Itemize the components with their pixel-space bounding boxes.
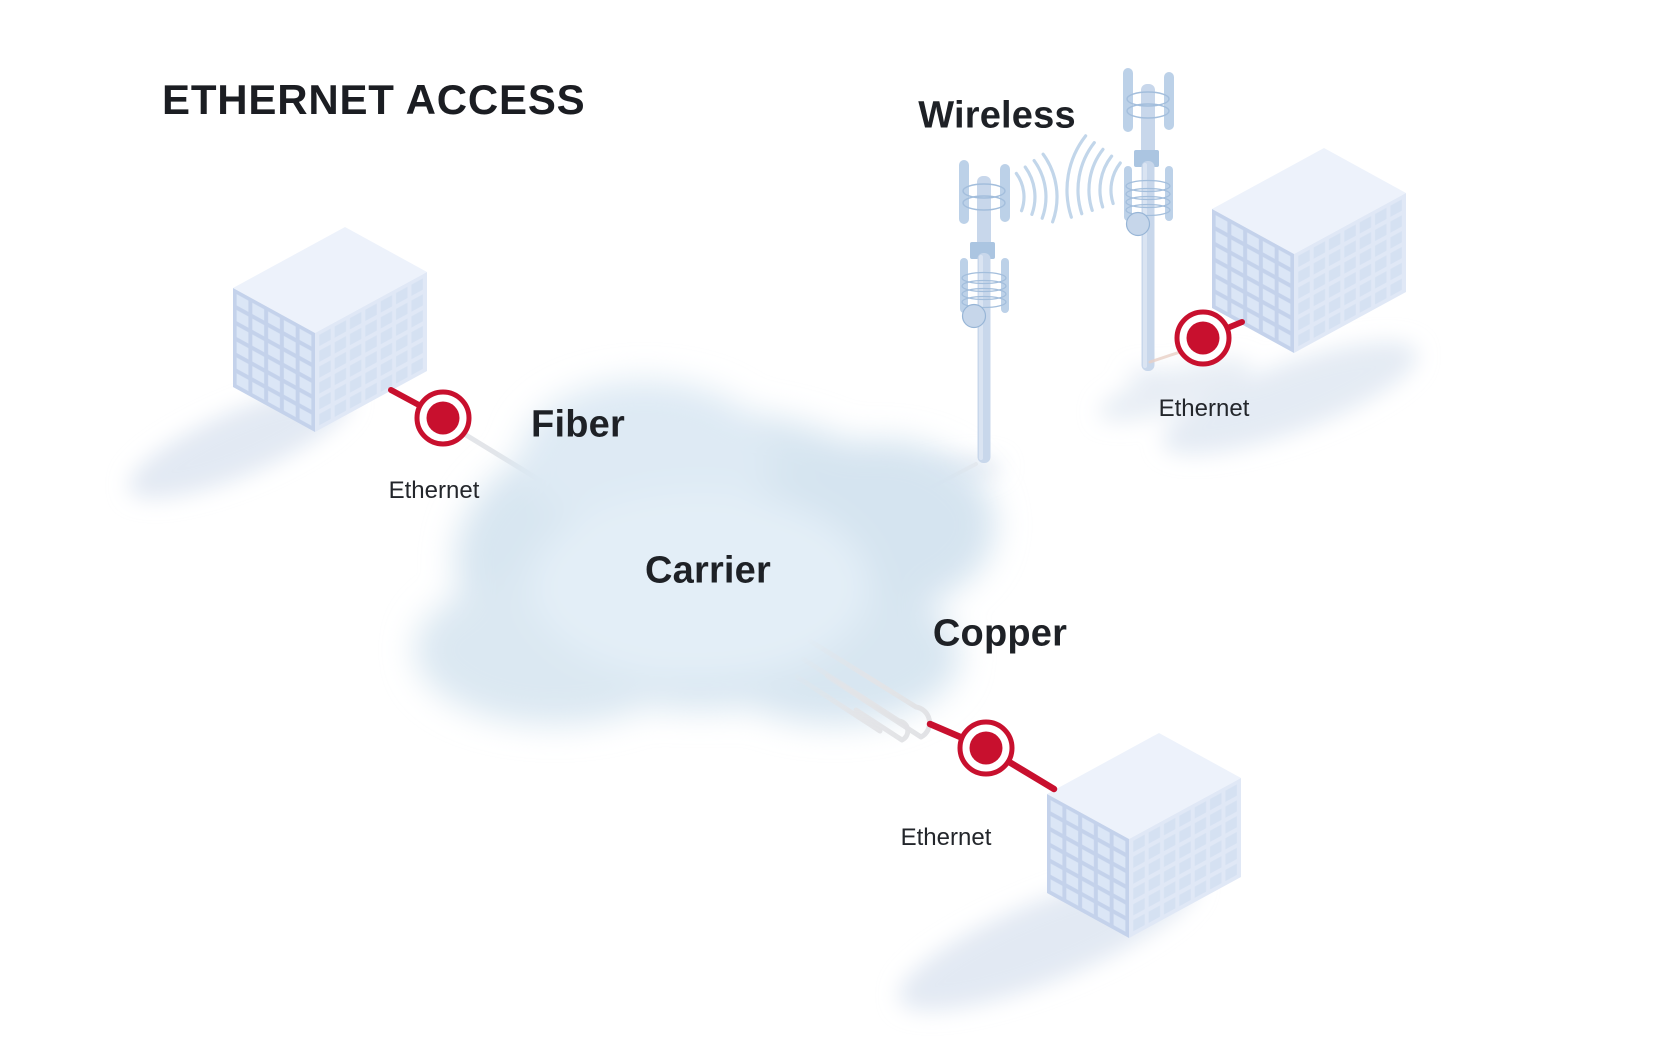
label-fiber: Fiber (531, 403, 625, 446)
label-ethernet-copper: Ethernet (900, 824, 992, 851)
ethernet-port-icon (1177, 312, 1229, 364)
label-ethernet-fiber: Ethernet (388, 477, 480, 504)
radio-waves-icon (1014, 134, 1122, 224)
copper-cable-icon (794, 638, 933, 743)
carrier-cloud-icon (415, 380, 995, 725)
office-building-icon (1047, 733, 1241, 938)
label-carrier: Carrier (644, 549, 772, 592)
office-building-icon (233, 227, 427, 432)
ethernet-port-icon (960, 722, 1012, 774)
ethernet-port-icon (417, 392, 469, 444)
cell-tower-icon (958, 159, 1011, 464)
label-wireless: Wireless (918, 94, 1076, 137)
cell-tower-icon (1122, 67, 1175, 372)
diagram-title: ETHERNET ACCESS (162, 76, 586, 123)
label-ethernet-wireless: Ethernet (1158, 395, 1250, 422)
label-copper: Copper (932, 612, 1068, 655)
